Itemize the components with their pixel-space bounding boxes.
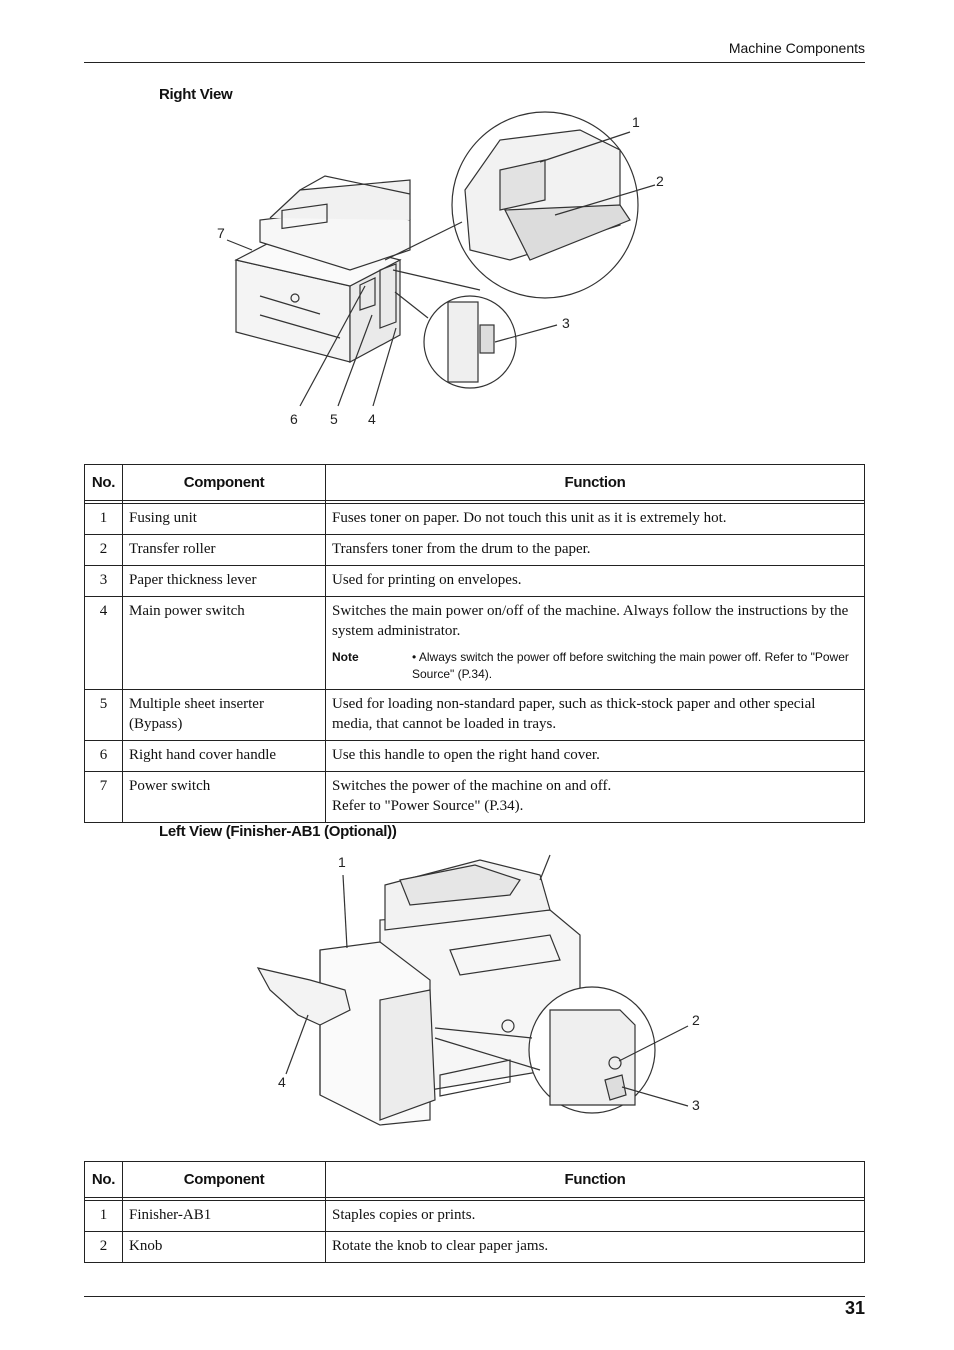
footer-rule (84, 1296, 865, 1297)
cell-no: 5 (84, 689, 123, 741)
col-header-no: No. (84, 1161, 123, 1198)
right-callout-3: 3 (562, 315, 570, 331)
right-callout-1: 1 (632, 114, 640, 130)
table-header-row: No. Component Function (84, 464, 865, 501)
cell-no: 3 (84, 565, 123, 597)
running-header: Machine Components (728, 40, 865, 56)
function-text-line2: Refer to "Power Source" (P.34). (332, 798, 524, 814)
cell-function: Use this handle to open the right hand c… (325, 740, 865, 772)
right-callout-5: 5 (330, 411, 338, 427)
cell-component: Paper thickness lever (122, 565, 326, 597)
right-callout-6: 6 (290, 411, 298, 427)
right-view-title: Right View (159, 86, 233, 103)
left-callout-4: 4 (278, 1074, 286, 1090)
left-view-illustration: 1 2 3 4 (256, 854, 700, 1126)
page-number: 31 (844, 1298, 865, 1318)
cell-function: Staples copies or prints. (325, 1200, 865, 1232)
left-callout-2: 2 (692, 1012, 700, 1028)
table-row: 2 Transfer roller Transfers toner from t… (84, 534, 865, 566)
table-row: 1 Fusing unit Fuses toner on paper. Do n… (84, 503, 865, 535)
note-block: Note • Always switch the power off befor… (332, 649, 858, 683)
function-text: Switches the power of the machine on and… (332, 778, 612, 794)
cell-no: 6 (84, 740, 123, 772)
cell-component: Power switch (122, 771, 326, 823)
left-view-title: Left View (Finisher-AB1 (Optional)) (159, 823, 397, 840)
col-header-function: Function (325, 1161, 865, 1198)
table-row: 4 Main power switch Switches the main po… (84, 596, 865, 690)
cell-function: Switches the main power on/off of the ma… (325, 596, 865, 690)
cell-function: Used for loading non-standard paper, suc… (325, 689, 865, 741)
cell-no: 1 (84, 503, 123, 535)
cell-no: 7 (84, 771, 123, 823)
left-callout-1: 1 (338, 854, 346, 870)
cell-function: Fuses toner on paper. Do not touch this … (325, 503, 865, 535)
cell-component: Finisher-AB1 (122, 1200, 326, 1232)
right-view-table: No. Component Function 1 Fusing unit Fus… (84, 464, 865, 823)
table-row: 7 Power switch Switches the power of the… (84, 771, 865, 823)
col-header-component: Component (122, 1161, 326, 1198)
table-row: 6 Right hand cover handle Use this handl… (84, 740, 865, 772)
right-callout-2: 2 (656, 173, 664, 189)
cell-function: Used for printing on envelopes. (325, 565, 865, 597)
table-row: 2 Knob Rotate the knob to clear paper ja… (84, 1231, 865, 1263)
cell-function: Switches the power of the machine on and… (325, 771, 865, 823)
cell-component: Multiple sheet inserter (Bypass) (122, 689, 326, 741)
left-view-table: No. Component Function 1 Finisher-AB1 St… (84, 1161, 865, 1263)
cell-component: Right hand cover handle (122, 740, 326, 772)
left-callout-3: 3 (692, 1097, 700, 1113)
cell-no: 4 (84, 596, 123, 690)
note-label: Note (332, 650, 359, 664)
header-rule (84, 62, 865, 63)
note-text: • Always switch the power off before swi… (412, 650, 849, 681)
right-callout-4: 4 (368, 411, 376, 427)
cell-component: Fusing unit (122, 503, 326, 535)
right-callout-7: 7 (217, 225, 225, 241)
col-header-component: Component (122, 464, 326, 501)
col-header-function: Function (325, 464, 865, 501)
table-row: 5 Multiple sheet inserter (Bypass) Used … (84, 689, 865, 741)
cell-function: Transfers toner from the drum to the pap… (325, 534, 865, 566)
table-row: 3 Paper thickness lever Used for printin… (84, 565, 865, 597)
right-view-illustration: 1 2 3 4 5 6 7 (217, 111, 664, 427)
cell-no: 1 (84, 1200, 123, 1232)
cell-function: Rotate the knob to clear paper jams. (325, 1231, 865, 1263)
function-text: Switches the main power on/off of the ma… (332, 603, 849, 639)
col-header-no: No. (84, 464, 123, 501)
cell-component: Main power switch (122, 596, 326, 690)
cell-component: Knob (122, 1231, 326, 1263)
table-header-row: No. Component Function (84, 1161, 865, 1198)
cell-no: 2 (84, 534, 123, 566)
cell-no: 2 (84, 1231, 123, 1263)
cell-component: Transfer roller (122, 534, 326, 566)
table-row: 1 Finisher-AB1 Staples copies or prints. (84, 1200, 865, 1232)
